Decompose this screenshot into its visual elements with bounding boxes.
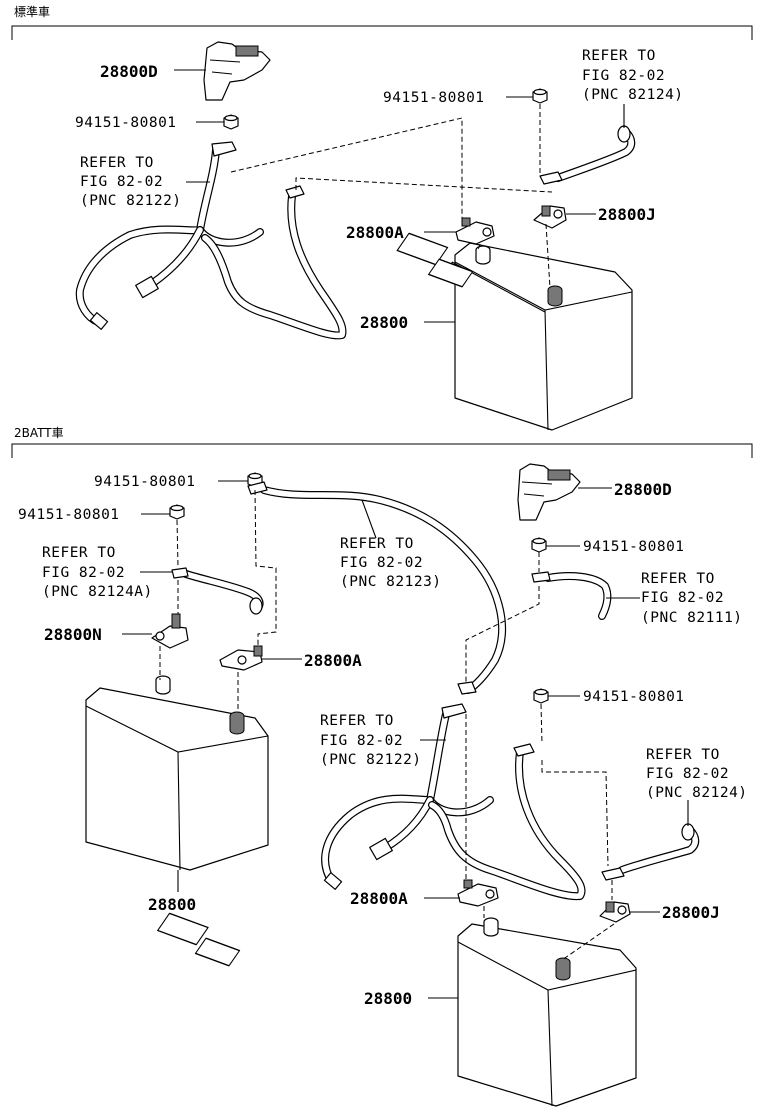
section-title-standard: 標準車 xyxy=(14,4,50,19)
label-28800d-standard: 28800D xyxy=(100,62,158,81)
battery-28800-2batt-right xyxy=(157,912,637,1107)
section-frame-2batt xyxy=(11,443,753,458)
harness-82122-2batt xyxy=(321,703,586,901)
label-refer-82123-line3: (PNC 82123) xyxy=(340,574,442,590)
terminal-cover-28800d-2batt xyxy=(517,463,581,521)
battery-28800-standard xyxy=(396,232,633,431)
label-refer-left-line3: (PNC 82122) xyxy=(80,193,182,209)
cable-82124-standard xyxy=(539,125,636,185)
label-refer-left-line2: FIG 82-02 xyxy=(80,174,163,190)
label-28800d-2batt: 28800D xyxy=(614,480,672,499)
label-28800a-standard: 28800A xyxy=(346,223,404,242)
label-refer-right-line2: FIG 82-02 xyxy=(582,68,665,84)
label-28800n-2batt: 28800N xyxy=(44,625,102,644)
dash-s1-d xyxy=(545,223,551,289)
cable-82111-2batt xyxy=(531,571,612,620)
dash-s2-a xyxy=(254,489,277,646)
label-nut-a-2batt: 94151-80801 xyxy=(94,474,196,490)
label-nut-b-2batt: 94151-80801 xyxy=(18,507,120,523)
nut-94151-80801-top xyxy=(532,88,548,104)
clamp-28800a-2batt-left xyxy=(219,645,263,671)
label-refer-82111-line1: REFER TO xyxy=(641,571,715,587)
leader-s2-refer-82123 xyxy=(361,499,377,539)
label-refer-82123-line2: FIG 82-02 xyxy=(340,555,423,571)
label-refer-82111-line2: FIG 82-02 xyxy=(641,590,724,606)
nut-94151-80801-s2-c xyxy=(531,537,547,553)
label-refer-82124a-line1: REFER TO xyxy=(42,545,116,561)
section-frame-standard xyxy=(11,25,753,40)
harness-82122-standard xyxy=(75,141,264,330)
label-refer-82111-line3: (PNC 82111) xyxy=(641,610,743,626)
label-refer-82124-2batt-line3: (PNC 82124) xyxy=(646,785,748,801)
cable-82123-2batt xyxy=(247,481,506,695)
clamp-28800a-2batt-right xyxy=(457,879,499,907)
clamp-28800n-2batt xyxy=(151,613,189,649)
battery-cable-standard xyxy=(201,185,347,340)
battery-28800-2batt-left xyxy=(85,675,269,871)
label-28800j-2batt: 28800J xyxy=(662,903,720,922)
label-refer-82122-line1: REFER TO xyxy=(320,713,394,729)
label-28800a-2batt-right: 28800A xyxy=(350,889,408,908)
label-refer-left-line1: REFER TO xyxy=(80,155,154,171)
dash-s1-b xyxy=(295,177,553,193)
label-refer-right-line1: REFER TO xyxy=(582,48,656,64)
label-refer-82122-line3: (PNC 82122) xyxy=(320,752,422,768)
dash-s2-g xyxy=(465,586,540,684)
label-nut-left-standard: 94151-80801 xyxy=(75,115,177,131)
label-refer-82122-line2: FIG 82-02 xyxy=(320,733,403,749)
label-refer-82124a-line2: FIG 82-02 xyxy=(42,565,125,581)
clamp-28800j-standard xyxy=(533,205,567,229)
label-refer-82124-2batt-line2: FIG 82-02 xyxy=(646,766,729,782)
clamp-28800j-2batt xyxy=(599,901,631,923)
label-refer-82124-2batt-line1: REFER TO xyxy=(646,747,720,763)
label-refer-82124a-line3: (PNC 82124A) xyxy=(42,584,153,600)
dash-s1-a xyxy=(230,117,463,218)
label-nut-d-2batt: 94151-80801 xyxy=(583,689,685,705)
nut-94151-80801-left xyxy=(223,114,239,130)
label-nut-c-2batt: 94151-80801 xyxy=(583,539,685,555)
label-refer-82123-line1: REFER TO xyxy=(340,536,414,552)
dash-s2-i xyxy=(541,760,609,867)
label-nut-top-standard: 94151-80801 xyxy=(383,90,485,106)
label-28800-standard: 28800 xyxy=(360,313,408,332)
dash-s1-e xyxy=(477,243,481,251)
dash-s2-b xyxy=(176,519,179,567)
label-28800j-standard: 28800J xyxy=(598,205,656,224)
cable-82124a-2batt xyxy=(171,567,264,615)
dash-s2-l xyxy=(561,923,615,961)
clamp-28800a-standard xyxy=(455,217,495,245)
terminal-cover-28800d-standard xyxy=(203,41,271,101)
section-title-2batt: 2BATT車 xyxy=(14,426,64,440)
label-28800-2batt-left: 28800 xyxy=(148,895,196,914)
label-refer-right-line3: (PNC 82124) xyxy=(582,87,684,103)
nut-94151-80801-s2-b xyxy=(169,504,185,520)
label-28800-2batt-right: 28800 xyxy=(364,989,412,1008)
dash-s2-h xyxy=(540,703,543,745)
nut-94151-80801-s2-d xyxy=(533,688,549,704)
label-28800a-2batt-left: 28800A xyxy=(304,651,362,670)
cable-82124-2batt xyxy=(601,823,700,881)
